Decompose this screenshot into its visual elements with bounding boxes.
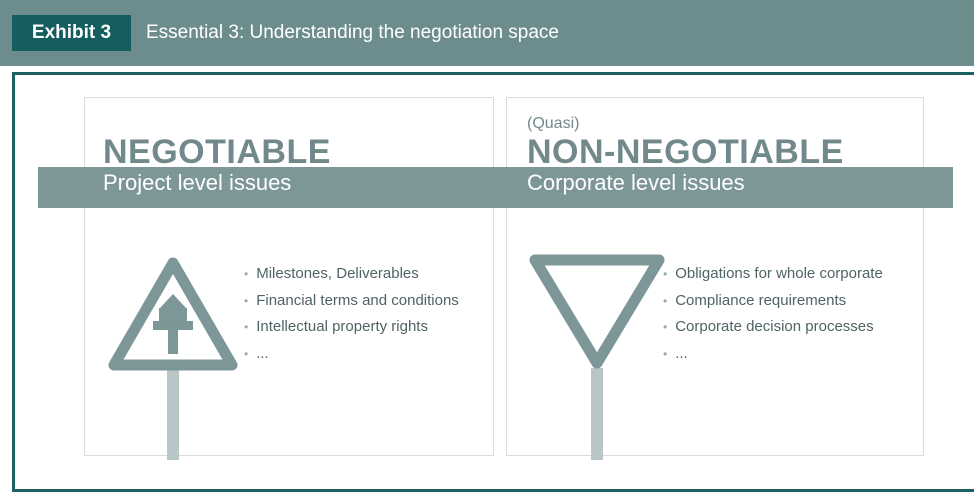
list-item: •Financial terms and conditions [244,291,459,309]
exhibit-number-tag: Exhibit 3 [12,15,131,51]
negotiable-issues-list: •Milestones, Deliverables •Financial ter… [244,261,459,367]
list-item: •... [663,344,688,362]
issue-level-band [38,167,953,208]
negotiable-heading: NEGOTIABLE [103,133,331,171]
yield-sign-icon [529,254,665,460]
project-level-label: Project level issues [103,170,292,195]
corporate-level-label: Corporate level issues [527,170,745,195]
list-item: •Intellectual property rights [244,318,428,335]
exhibit-title: Essential 3: Understanding the negotiati… [146,22,559,43]
sign-post [167,368,179,460]
quasi-prefix: (Quasi) [527,115,580,132]
non-negotiable-heading: NON-NEGOTIABLE [527,133,844,171]
sign-post [591,368,603,460]
non-negotiable-issues-list: •Obligations for whole corporate •Compli… [663,261,883,367]
list-item: •Corporate decision processes [663,318,874,335]
negotiable-panel [84,97,494,456]
list-item: •Compliance requirements [663,291,847,309]
list-item: •... [244,344,269,362]
list-item: •Milestones, Deliverables [244,265,419,282]
list-item: •Obligations for whole corporate [663,265,883,282]
exhibit-header-bar: Exhibit 3 Essential 3: Understanding the… [0,0,974,66]
priority-road-sign-icon [108,257,238,460]
yield-triangle [529,254,665,369]
